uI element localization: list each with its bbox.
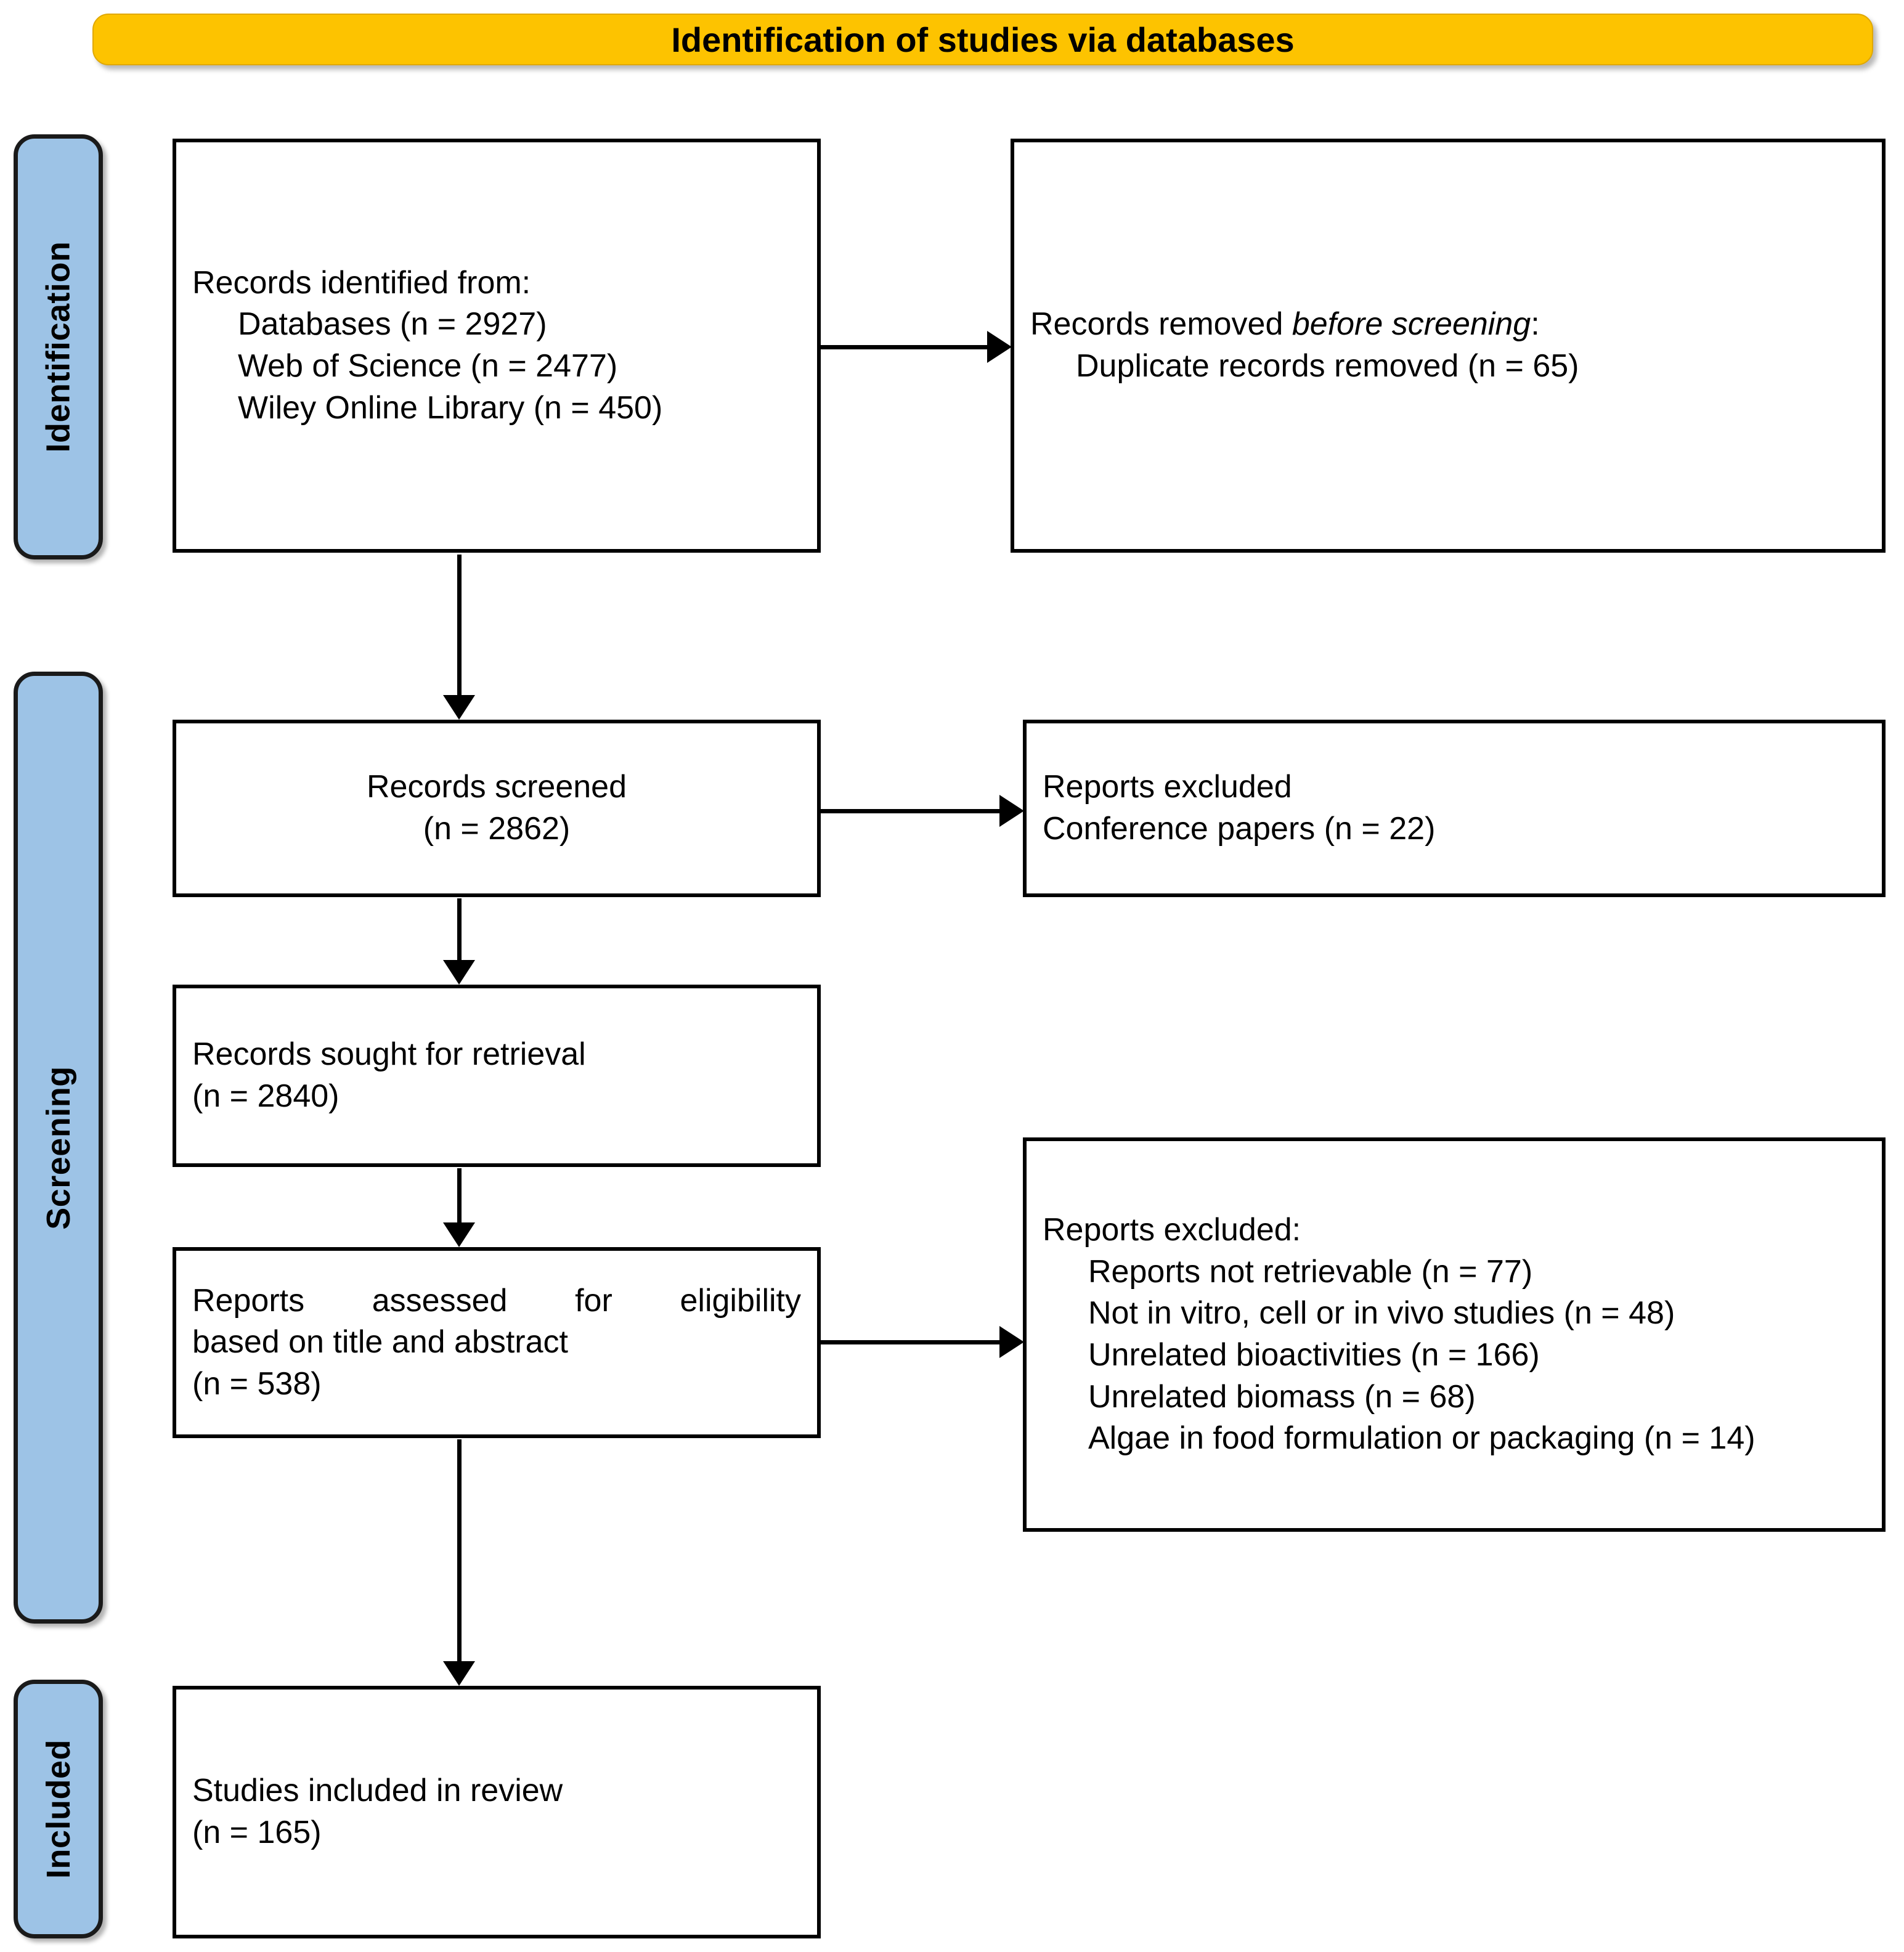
records-identified-wiley: Wiley Online Library (n = 450)	[238, 389, 663, 426]
reports-excluded-detail-item-0: Reports not retrievable (n = 77)	[1088, 1253, 1533, 1290]
records-sought-label: Records sought for retrieval	[192, 1036, 586, 1073]
arrow-identified-to-removed	[821, 331, 1012, 363]
arrow-screened-to-sought	[443, 898, 475, 985]
reports-assessed-count: (n = 538)	[192, 1365, 322, 1402]
records-screened-count: (n = 2862)	[423, 811, 571, 847]
studies-included-label: Studies included in review	[192, 1773, 563, 1809]
records-removed-heading: Records removed before screening:	[1030, 304, 1540, 346]
phase-bar-screening: Screening	[14, 672, 103, 1624]
reports-excluded-detail-item-2: Unrelated bioactivities (n = 166)	[1088, 1337, 1540, 1373]
records-sought-count: (n = 2840)	[192, 1078, 340, 1114]
box-reports-assessed-eligibility: Reports assessed for eligibility based o…	[173, 1247, 821, 1438]
reports-excluded-conference-heading: Reports excluded	[1043, 769, 1292, 805]
records-removed-suffix: :	[1531, 306, 1540, 343]
reports-assessed-line1: Reports assessed for eligibility	[192, 1282, 801, 1319]
reports-assessed-line2: based on title and abstract	[192, 1324, 568, 1360]
records-removed-duplicates: Duplicate records removed (n = 65)	[1076, 348, 1579, 384]
studies-included-count: (n = 165)	[192, 1815, 322, 1850]
phase-label-identification: Identification	[39, 241, 77, 453]
box-records-screened: Records screened (n = 2862)	[173, 720, 821, 897]
banner-identification-via-databases: Identification of studies via databases	[92, 14, 1873, 65]
arrow-sought-to-assessed	[443, 1168, 475, 1247]
records-screened-label: Records screened	[367, 769, 627, 805]
arrow-assessed-to-included	[443, 1439, 475, 1686]
box-records-removed-before-screening: Records removed before screening: Duplic…	[1011, 139, 1886, 553]
reports-excluded-conference-count: Conference papers (n = 22)	[1043, 811, 1436, 847]
phase-bar-identification: Identification	[14, 134, 103, 559]
box-records-identified: Records identified from: Databases (n = …	[173, 139, 821, 553]
records-identified-databases: Databases (n = 2927)	[238, 306, 547, 343]
records-removed-prefix: Records removed	[1030, 306, 1292, 343]
arrow-identified-to-screened	[443, 555, 475, 720]
reports-excluded-detail-item-1: Not in vitro, cell or in vivo studies (n…	[1088, 1295, 1675, 1332]
records-identified-web-of-science: Web of Science (n = 2477)	[238, 348, 618, 384]
banner-title: Identification of studies via databases	[671, 20, 1295, 59]
reports-excluded-detail-heading: Reports excluded:	[1043, 1212, 1301, 1248]
box-studies-included-in-review: Studies included in review (n = 165)	[173, 1686, 821, 1938]
box-records-sought-for-retrieval: Records sought for retrieval (n = 2840)	[173, 985, 821, 1167]
reports-excluded-detail-item-3: Unrelated biomass (n = 68)	[1088, 1378, 1476, 1415]
records-removed-italic: before screening	[1292, 306, 1531, 343]
phase-label-screening: Screening	[39, 1065, 77, 1230]
box-reports-excluded-detail: Reports excluded: Reports not retrievabl…	[1023, 1137, 1886, 1532]
records-identified-heading: Records identified from:	[192, 264, 531, 301]
phase-label-included: Included	[39, 1739, 77, 1879]
phase-bar-included: Included	[14, 1680, 103, 1938]
arrow-screened-to-excluded-conference	[821, 795, 1024, 827]
box-reports-excluded-conference: Reports excluded Conference papers (n = …	[1023, 720, 1886, 897]
reports-excluded-detail-item-4: Algae in food formulation or packaging (…	[1088, 1420, 1756, 1457]
arrow-assessed-to-excluded-detail	[821, 1326, 1024, 1358]
